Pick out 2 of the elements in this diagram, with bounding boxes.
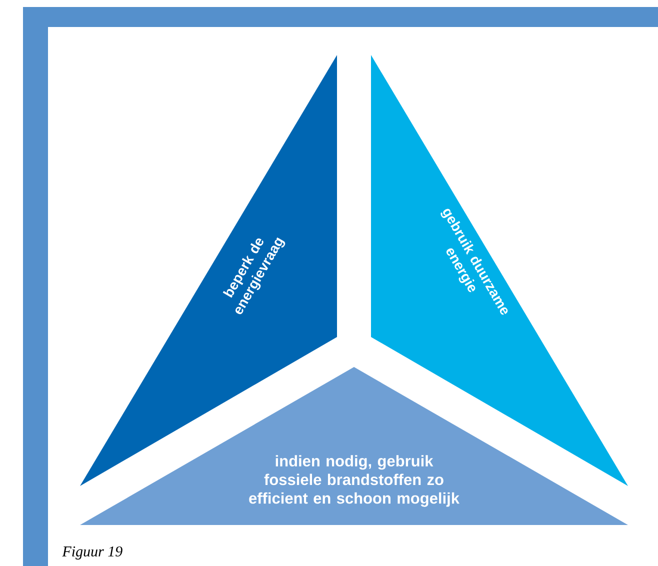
triangle-segment: indien nodig, gebruik fossiele brandstoffen zo efficient en schoon mogelijk (80, 367, 628, 525)
caption: Figuur 19 (62, 546, 122, 560)
